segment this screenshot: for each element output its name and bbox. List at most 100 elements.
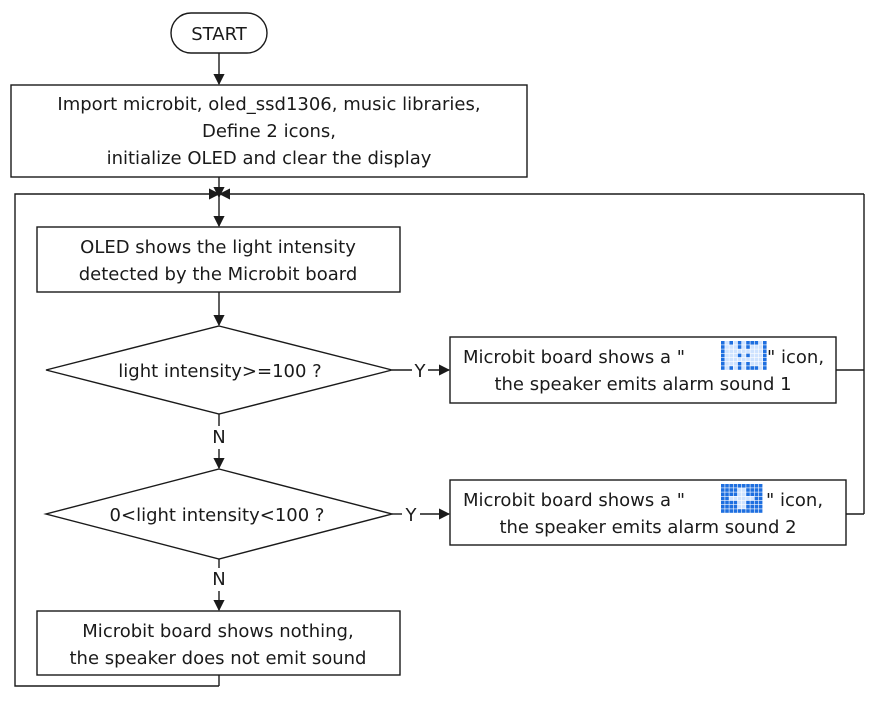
- loop-left: [14, 188, 221, 687]
- icon-pixel: [763, 357, 767, 362]
- icon-pixel: [721, 366, 725, 370]
- icon-pixel: [733, 341, 738, 345]
- icon-pixel: [742, 349, 746, 353]
- decision1-yes-label: Y: [414, 361, 427, 382]
- icon-pixel: [725, 484, 729, 488]
- oled-line-1: OLED shows the light intensity: [80, 237, 356, 258]
- icon-pixel: [746, 509, 750, 513]
- icon-pixel: [725, 345, 729, 349]
- icon-pixel: [733, 345, 738, 349]
- action1-process: Microbit board shows a " " icon, the spe…: [449, 336, 837, 404]
- icon-pixel: [737, 488, 742, 492]
- icon-pixel: [746, 496, 750, 501]
- action2-line-1-post: " icon,: [766, 490, 823, 511]
- icon-pixel: [733, 488, 738, 492]
- icon-pixel: [758, 345, 763, 349]
- nothing-process: Microbit board shows nothing, the speake…: [36, 610, 401, 676]
- icon-pixel: [758, 505, 763, 509]
- icon-pixel: [763, 341, 767, 345]
- icon-pixel: [737, 345, 742, 349]
- decision2: 0<light intensity<100 ?: [43, 468, 395, 560]
- icon-pixel: [725, 366, 729, 370]
- icon-pixel: [758, 366, 763, 370]
- icon-pixel: [742, 492, 746, 496]
- oled-process: OLED shows the light intensity detected …: [36, 226, 401, 293]
- icon-pixel: [737, 357, 742, 362]
- icon-pixel: [737, 349, 742, 353]
- icon-pixel: [737, 500, 742, 505]
- icon-pixel: [733, 484, 738, 488]
- icon-pixel: [721, 345, 725, 349]
- icon-pixel: [758, 488, 763, 492]
- action1-line-1-pre: Microbit board shows a ": [463, 347, 685, 368]
- icon-pixel: [733, 362, 738, 366]
- icon-pixel: [742, 488, 746, 492]
- action1-line-2: the speaker emits alarm sound 1: [494, 374, 791, 395]
- init-process: Import microbit, oled_ssd1306, music lib…: [10, 84, 528, 178]
- icon-pixel: [737, 484, 742, 488]
- icon-pixel: [758, 341, 763, 345]
- icon-pixel: [733, 353, 738, 358]
- icon-pixel: [746, 353, 750, 358]
- icon-pixel: [750, 362, 754, 366]
- icon-pixel: [750, 353, 754, 358]
- icon-pixel: [729, 509, 733, 513]
- decision2-yes-label: Y: [405, 505, 418, 526]
- icon-pixel: [750, 509, 754, 513]
- icon-pixel: [725, 357, 729, 362]
- oled-line-2: detected by the Microbit board: [79, 264, 358, 285]
- icon-pixel: [750, 496, 754, 501]
- icon-pixel: [746, 345, 750, 349]
- icon-pixel: [721, 341, 725, 345]
- icon-pixel: [721, 349, 725, 353]
- icon-pixel: [750, 488, 754, 492]
- icon-pixel: [746, 492, 750, 496]
- icon-pixel: [742, 500, 746, 505]
- icon-pixel: [721, 500, 725, 505]
- icon-pixel: [729, 366, 733, 370]
- icon-pixel: [721, 492, 725, 496]
- icon-pixel: [733, 496, 738, 501]
- icon-pixel: [721, 484, 725, 488]
- icon-pixel: [746, 357, 750, 362]
- icon-pixel: [754, 366, 759, 370]
- icon-pixel: [754, 341, 759, 345]
- icon-pixel: [750, 500, 754, 505]
- icon-pixel: [729, 492, 733, 496]
- icon-pixel: [742, 366, 746, 370]
- icon-pixel: [750, 345, 754, 349]
- icon-pixel: [733, 492, 738, 496]
- icon-pixel: [746, 500, 750, 505]
- icon-pixel: [750, 357, 754, 362]
- icon-pixel: [742, 341, 746, 345]
- icon-pixel: [746, 488, 750, 492]
- icon-pixel: [750, 484, 754, 488]
- icon-pixel: [737, 492, 742, 496]
- icon-pixel: [737, 341, 742, 345]
- icon-pixel: [737, 366, 742, 370]
- action1-box: [449, 336, 837, 404]
- icon-pixel: [729, 496, 733, 501]
- icon-pixel: [758, 357, 763, 362]
- init-line-3: initialize OLED and clear the display: [107, 148, 432, 169]
- icon-pixel: [750, 492, 754, 496]
- icon-pixel: [746, 362, 750, 366]
- icon-pixel: [754, 500, 759, 505]
- icon-pixel: [725, 492, 729, 496]
- icon-pixel: [758, 349, 763, 353]
- icon-pixel: [758, 353, 763, 358]
- icon-pixel: [733, 357, 738, 362]
- icon-pixel: [742, 353, 746, 358]
- cross-pattern-icon: [721, 484, 763, 513]
- action2-process: Microbit board shows a " " icon, the spe…: [449, 479, 847, 546]
- action2-line-1-pre: Microbit board shows a ": [463, 490, 685, 511]
- action2-line-2: the speaker emits alarm sound 2: [499, 517, 796, 538]
- start-terminal: START: [170, 12, 268, 54]
- decision2-no-label: N: [212, 569, 225, 590]
- icon-pixel: [737, 505, 742, 509]
- icon-pixel: [763, 349, 767, 353]
- icon-pixel: [737, 353, 742, 358]
- decision1-label: light intensity>=100 ?: [118, 361, 321, 382]
- icon-pixel: [721, 488, 725, 492]
